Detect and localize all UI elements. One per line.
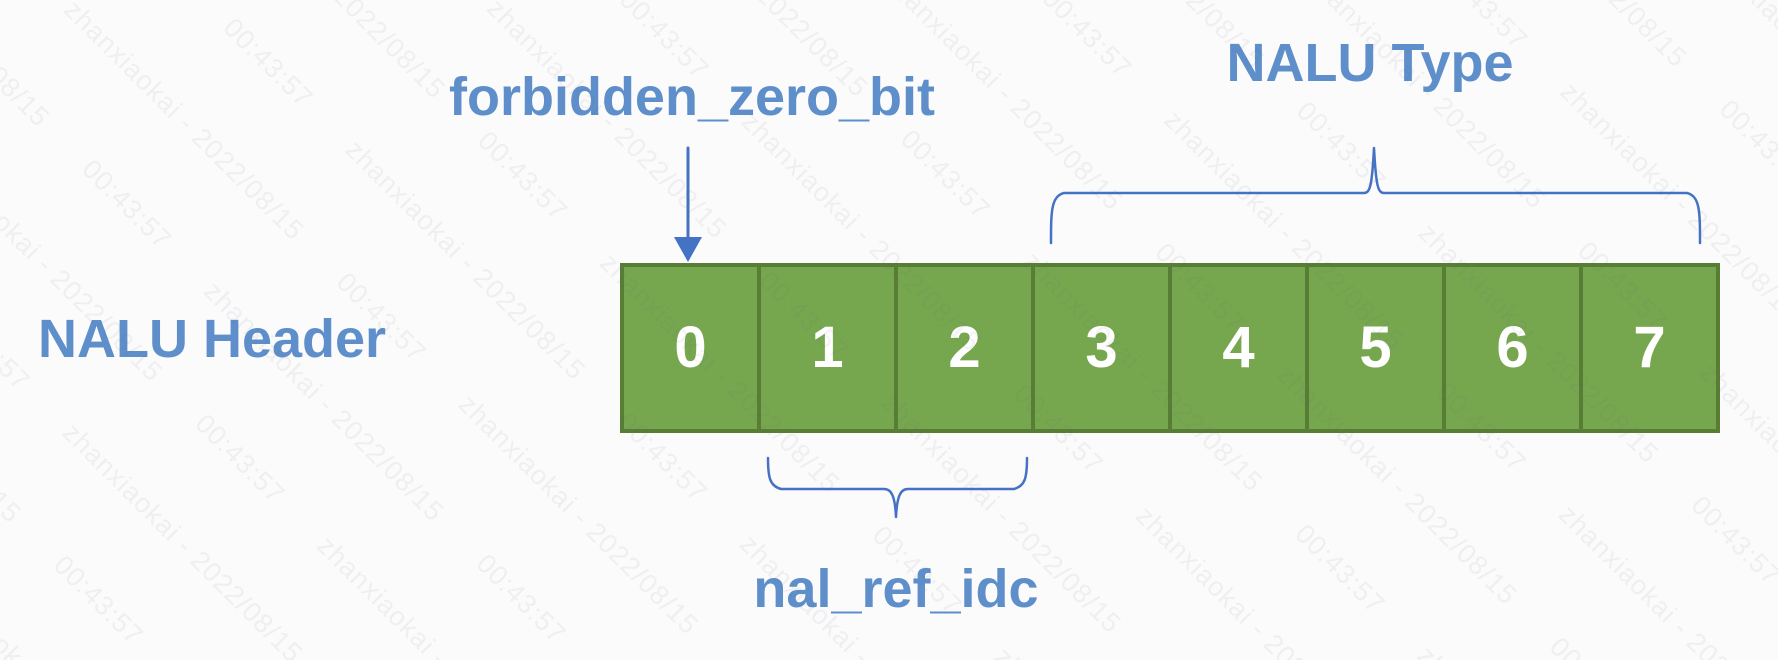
bit-label-6: 6 [1496,315,1529,380]
bit-label-7: 7 [1633,315,1666,380]
bit-label-1: 1 [811,315,844,380]
bit-label-2: 2 [948,315,981,380]
nal-ref-idc-label: nal_ref_idc [753,559,1039,619]
bit-label-4: 4 [1222,315,1255,380]
bit-label-5: 5 [1359,315,1392,380]
bit-label-0: 0 [674,315,707,380]
forbidden-zero-bit-label: forbidden_zero_bit [448,67,936,127]
bit-cell-2: 2 [898,267,1035,429]
nalu-type-label: NALU Type [1226,33,1514,93]
bit-cell-4: 4 [1172,267,1309,429]
nalu-type-brace [1049,146,1702,245]
nal-ref-idc-brace [766,456,1029,519]
bit-cell-7: 7 [1583,267,1716,429]
bit-cell-3: 3 [1035,267,1172,429]
forbidden-zero-bit-arrow-head-icon [674,237,702,262]
bit-cell-0: 0 [624,267,761,429]
bit-cell-6: 6 [1446,267,1583,429]
nalu-header-title: NALU Header [38,309,387,369]
nalu-header-bit-row: 0 1 2 3 4 5 6 7 [620,263,1720,433]
bit-cell-1: 1 [761,267,898,429]
bit-cell-5: 5 [1309,267,1446,429]
bit-label-3: 3 [1085,315,1118,380]
